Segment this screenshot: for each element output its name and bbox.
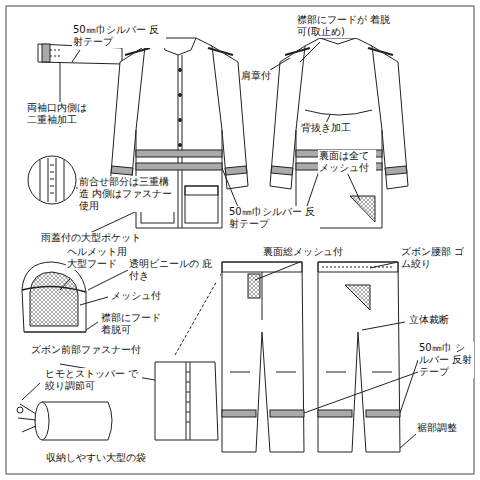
callout-label: 背抜き加工 [300,122,352,134]
callout-label: 裏面は全て メッシュ付 [318,150,376,174]
callout-label: 裏面総メッシュ付 [262,246,344,258]
callout-label: 裾部調整 [416,422,458,434]
callout-label: 前合せ部分は三重構造 内側はファスナー使用 [78,176,176,212]
callout-label: ヒモとストッパー で絞り調節可 [44,368,142,392]
callout-label: 襟部にフードが 着脱可(取止め) [296,14,394,38]
callout-label: 50㎜巾シルバー 反射テープ [72,24,166,48]
callout-label: 肩章付 [240,70,272,82]
callout-label: 雨蓋付の大型ポケット [40,232,142,244]
callout-label: ズボン腰部 ゴム絞り [400,246,468,270]
callout-label: 50㎜巾 シルバー 反射テープ [418,342,474,378]
callout-label: 両袖口内側は 二重袖加工 [26,102,98,126]
callout-label: 50㎜巾シルバー 反射テープ [228,206,320,230]
callout-label: 透明ビニールの 庇付き [128,258,220,282]
callout-label: 立体裁断 [408,314,450,326]
callout-label: メッシュ付 [110,290,162,302]
callout-label: 収納しやすい大型の袋 [45,452,147,464]
callout-label: ズボン前部ファスナー付 [30,344,142,356]
callout-label: 襟部にフード 着脱可 [100,312,172,336]
